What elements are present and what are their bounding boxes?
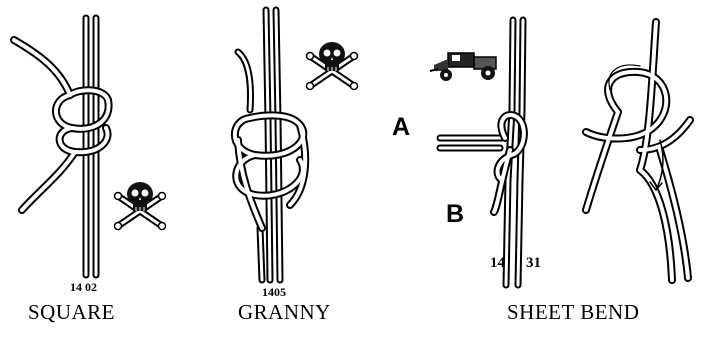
sheet-bend-caption: SHEET BEND (507, 300, 639, 325)
granny-knot-drawing (235, 10, 305, 280)
sheet-bend-open-drawing (586, 22, 690, 280)
square-knot-drawing (14, 18, 109, 275)
sheet-bend-number-left: 14 (490, 255, 505, 272)
square-knot-number: 14 02 (70, 280, 97, 295)
marker-a: A (392, 113, 410, 142)
granny-knot-caption: GRANNY (238, 300, 331, 325)
marker-b: B (446, 200, 464, 229)
square-knot-caption: SQUARE (28, 300, 115, 325)
granny-knot-number: 1405 (262, 285, 286, 300)
skull-crossbones-icon (115, 182, 166, 230)
truck-icon (430, 53, 496, 81)
skull-crossbones-icon (307, 42, 358, 90)
sheet-bend-number-right: 31 (526, 255, 541, 272)
